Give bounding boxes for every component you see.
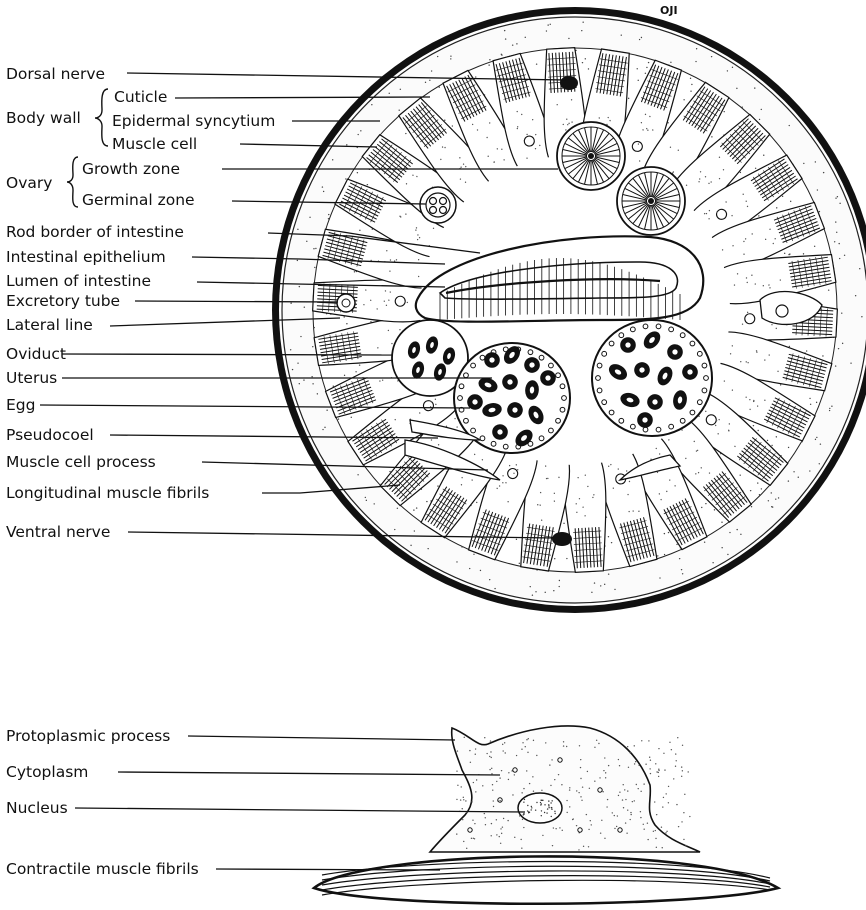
body-wall-brace	[95, 89, 108, 146]
muscle-cell-detail	[314, 726, 778, 904]
label-nucleus: Nucleus	[6, 799, 68, 817]
label-epidermal-syncytium: Epidermal syncytium	[112, 112, 275, 130]
muscle-cell-cytoplasm	[430, 726, 700, 852]
uterus-right	[592, 320, 712, 436]
label-ovary: Ovary	[6, 174, 52, 192]
label-rod-border: Rod border of intestine	[6, 223, 184, 241]
label-oviduct: Oviduct	[6, 345, 66, 363]
label-germinal-zone: Germinal zone	[82, 191, 195, 209]
label-lateral-line: Lateral line	[6, 316, 93, 334]
detail-labels: Protoplasmic process Cytoplasm Nucleus C…	[6, 727, 199, 878]
egg	[621, 338, 635, 352]
label-protoplasmic-process: Protoplasmic process	[6, 727, 170, 745]
label-muscle-cell: Muscle cell	[112, 135, 197, 153]
ovary-growth-zone	[557, 122, 625, 190]
label-pseudocoel: Pseudocoel	[6, 426, 94, 444]
egg	[485, 353, 499, 367]
nucleus	[518, 793, 562, 823]
label-contractile-fibrils: Contractile muscle fibrils	[6, 860, 199, 878]
excretory-tube	[337, 294, 355, 312]
ventral-nerve	[552, 532, 572, 546]
label-lumen: Lumen of intestine	[6, 272, 151, 290]
label-ventral-nerve: Ventral nerve	[6, 523, 110, 541]
cross-section-labels: Dorsal nerve Body wall Cuticle Epidermal…	[6, 65, 275, 541]
ovary-section	[617, 167, 685, 235]
dorsal-nerve	[560, 76, 578, 90]
label-dorsal-nerve: Dorsal nerve	[6, 65, 105, 83]
ovary-brace	[67, 157, 78, 207]
label-body-wall: Body wall	[6, 109, 81, 127]
label-egg: Egg	[6, 396, 35, 414]
label-intestinal-epithelium: Intestinal epithelium	[6, 248, 166, 266]
label-muscle-cell-process: Muscle cell process	[6, 453, 156, 471]
label-longitudinal-fibrils: Longitudinal muscle fibrils	[6, 484, 209, 502]
ovary-germinal-zone	[420, 187, 456, 223]
artist-signature: OJI	[660, 4, 678, 17]
label-excretory-tube: Excretory tube	[6, 292, 120, 310]
label-uterus: Uterus	[6, 369, 57, 387]
label-growth-zone: Growth zone	[82, 160, 180, 178]
label-cytoplasm: Cytoplasm	[6, 763, 88, 781]
label-cuticle: Cuticle	[114, 88, 167, 106]
